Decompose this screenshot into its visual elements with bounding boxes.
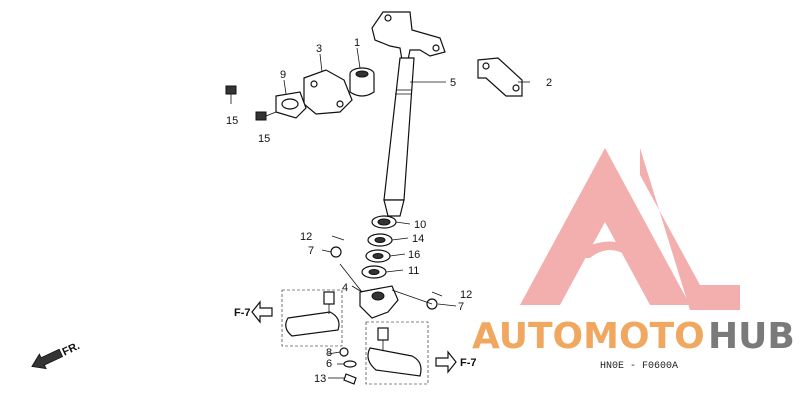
shaft-clamp bbox=[275, 91, 307, 119]
steering-shaft bbox=[371, 11, 446, 217]
callout-2: 2 bbox=[546, 77, 552, 89]
watermark-logo bbox=[520, 148, 740, 310]
callout-8: 8 bbox=[326, 347, 332, 359]
flange-bolt bbox=[225, 85, 277, 121]
tie-rod-end-left bbox=[281, 289, 343, 347]
watermark-brand-right: HUB bbox=[708, 316, 795, 357]
callout-9: 9 bbox=[280, 69, 286, 81]
callout-15-right: 15 bbox=[258, 133, 270, 145]
shaft-bushing bbox=[349, 67, 375, 97]
ref-label-right: F-7 bbox=[460, 357, 477, 369]
watermark-brand-left: AUTOMOTO bbox=[472, 316, 705, 357]
callout-7-right: 7 bbox=[458, 301, 464, 313]
fr-label: FR. bbox=[61, 340, 82, 358]
cotter-pin-right bbox=[426, 291, 443, 310]
callout-3: 3 bbox=[316, 43, 322, 55]
callout-15-left: 15 bbox=[226, 115, 238, 127]
callout-12-left: 12 bbox=[300, 231, 312, 243]
callout-4: 4 bbox=[342, 282, 348, 294]
cotter-pin-left bbox=[330, 235, 345, 258]
callout-1: 1 bbox=[354, 37, 360, 49]
steering-bracket bbox=[477, 57, 523, 97]
callout-16: 16 bbox=[408, 249, 420, 261]
callout-12-right: 12 bbox=[460, 289, 472, 301]
small-nut-parts bbox=[339, 347, 357, 385]
leader-lines bbox=[283, 47, 530, 379]
lower-bearing-stack bbox=[361, 215, 397, 279]
front-direction-arrow: FR. bbox=[31, 340, 82, 370]
ref-label-left: F-7 bbox=[234, 307, 251, 319]
callout-7-left: 7 bbox=[308, 245, 314, 257]
ref-arrow-left: F-7 bbox=[234, 300, 273, 324]
callout-13: 13 bbox=[314, 373, 326, 385]
callout-6: 6 bbox=[326, 358, 332, 370]
pitman-arm bbox=[339, 263, 433, 319]
callout-10: 10 bbox=[414, 219, 426, 231]
callout-5: 5 bbox=[450, 77, 456, 89]
tie-rod-end-right bbox=[365, 321, 429, 385]
ref-arrow-right: F-7 bbox=[435, 350, 477, 374]
holder-plate bbox=[303, 69, 353, 115]
callout-11: 11 bbox=[408, 265, 419, 277]
drawing-code: HN0E - F0600A bbox=[600, 361, 678, 372]
callout-14: 14 bbox=[412, 233, 424, 245]
